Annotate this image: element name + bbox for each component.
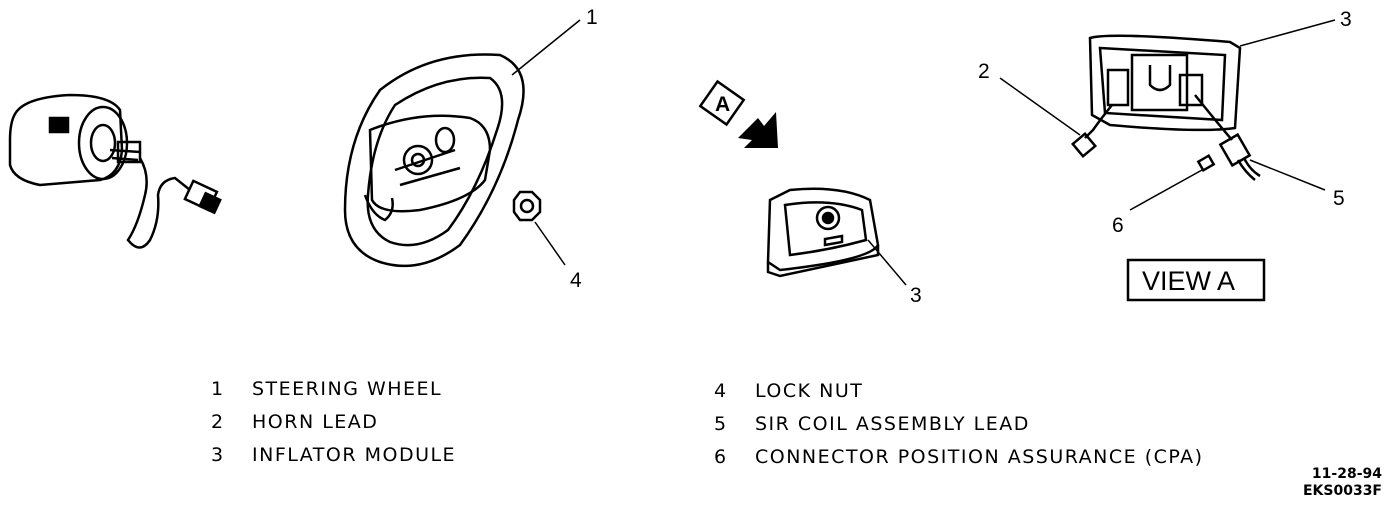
legend-text-4: LOCK NUT xyxy=(755,380,864,402)
callout-leader-6 xyxy=(1129,169,1203,211)
legend-num-5: 5 xyxy=(714,413,728,435)
legend-num-2: 2 xyxy=(211,411,225,433)
callout-1: 1 xyxy=(586,6,598,29)
view-a-box xyxy=(1126,258,1266,302)
callout-leader-3v xyxy=(1239,19,1336,47)
callout-3: 3 xyxy=(910,284,922,307)
legend-num-6: 6 xyxy=(714,446,728,468)
legend-num-1: 1 xyxy=(211,378,225,400)
inflator-module-illustration xyxy=(766,187,880,278)
callout-leader-5 xyxy=(1249,159,1326,191)
callout-leader-1 xyxy=(511,19,581,76)
legend-text-6: CONNECTOR POSITION ASSURANCE (CPA) xyxy=(755,446,1204,468)
figure-date: 11-28-94 xyxy=(1311,466,1382,482)
callout-leader-3 xyxy=(867,239,907,286)
callout-6: 6 xyxy=(1112,214,1124,237)
lock-nut-illustration xyxy=(512,190,542,222)
legend-text-2: HORN LEAD xyxy=(252,411,379,433)
view-a-label: VIEW A xyxy=(1142,266,1235,296)
legend-text-3: INFLATOR MODULE xyxy=(252,444,457,466)
callout-3-view: 3 xyxy=(1340,8,1352,31)
figure-code: EKS0033F xyxy=(1302,483,1382,499)
callout-leader-2 xyxy=(999,77,1081,136)
steering-wheel-illustration xyxy=(343,53,525,268)
legend-text-5: SIR COIL ASSEMBLY LEAD xyxy=(755,413,1030,435)
view-a-arrow: A xyxy=(698,79,778,148)
callout-5: 5 xyxy=(1333,187,1345,210)
callout-leader-4 xyxy=(534,221,566,266)
legend-text-1: STEERING WHEEL xyxy=(252,378,443,400)
svg-text:A: A xyxy=(715,93,730,116)
legend-num-3: 3 xyxy=(211,444,225,466)
callout-2: 2 xyxy=(978,60,990,83)
view-a-module-illustration xyxy=(1070,34,1261,181)
legend-num-4: 4 xyxy=(714,380,728,402)
sir-coil-illustration xyxy=(8,93,222,249)
callout-4: 4 xyxy=(570,269,582,292)
